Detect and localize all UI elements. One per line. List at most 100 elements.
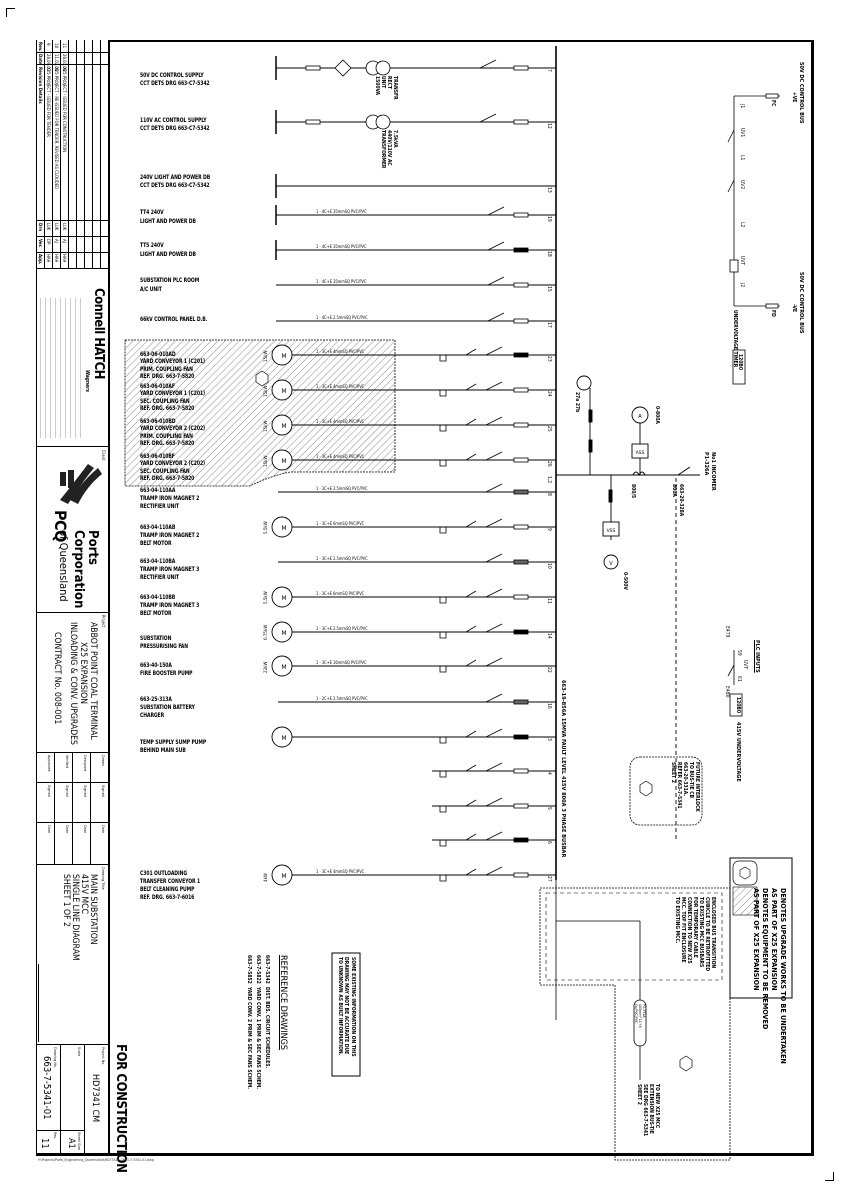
enclosed-bus-box — [545, 892, 723, 981]
cable-label: 1 - 3C+E 4mmSQ PVC/PVC — [316, 454, 365, 459]
frame-top-border — [108, 40, 814, 42]
reference-drawing-no: 663-7-5822 — [255, 955, 261, 984]
circuit-9-label-3: BELT MOTOR — [140, 540, 172, 547]
control-bus-circuit — [727, 93, 780, 717]
timer-tag: 120B0 — [737, 354, 743, 370]
frame-bottom-border — [36, 1153, 814, 1156]
circuit-23-label-3: PRIM. COUPLING FAN — [140, 366, 193, 373]
revision-table: Rev. Date Revision Details Drn Ver. App.… — [36, 40, 108, 269]
circuit-27-label-2: TRANSFER CONVEYOR 1 — [140, 878, 201, 885]
circuit-11-label-1: 663-04-110BB — [140, 594, 176, 601]
cable-label: 1 - 4C+E 2.5mmSQ PVC/PVC — [316, 315, 368, 320]
contact-label: UVT — [739, 256, 745, 266]
way-number: 16 — [546, 703, 552, 709]
circuit-11-label-3: BELT MOTOR — [140, 610, 172, 617]
circuit-26-label-3: SEC. COUPLING FAN — [140, 468, 190, 475]
dc-bus-bottom-polarity: -VE — [791, 304, 797, 313]
circuit-10-label-2: TRAMP IRON MAGNET 3 — [140, 566, 200, 573]
contact-label: UV1 — [739, 128, 745, 138]
circuit-10-label-1: 663-04-110BA — [140, 558, 176, 565]
way-number: 15 — [546, 286, 552, 292]
circuit-8-label-1: 663-04-110AA — [140, 487, 176, 494]
circuit-25-label-1: 663-06-010BD — [140, 418, 176, 425]
svg-text:M: M — [281, 735, 286, 742]
circuit-22-label-2: FIRE BOOSTER PUMP — [140, 670, 193, 677]
cable-label: 1 - 3C+E 2.5mmSQ PVC/PVC — [316, 626, 368, 631]
dc-bus-bottom-fuse: FD — [770, 310, 776, 317]
file-path-footer: Y:\Projects\Ports_Engineering_Queensland… — [38, 1158, 154, 1162]
circuit-10-label-3: RECTIFIER UNIT — [140, 574, 180, 581]
drawing-title-block: Drawing Title MAIN SUBSTATION 415V MCC S… — [36, 864, 108, 1045]
pcq-wave-logo-icon — [60, 464, 102, 504]
plc-terminal-59: 59 — [736, 650, 742, 656]
circuit-23-label-1: 663-06-010AD — [140, 351, 176, 358]
contact-label: L1 — [739, 155, 745, 161]
future-interlock-cloud — [629, 756, 703, 826]
cable-label: 1 - 3C+E 4mmSQ PVC/PVC — [316, 384, 365, 389]
circuit-27-label-3: BELT CLEANING PUMP — [140, 886, 195, 893]
way-number: 13 — [546, 187, 552, 193]
svg-text:M: M — [281, 595, 286, 602]
circuit-18-label-1: TT5 240V — [140, 242, 164, 249]
title-block: Rev. Date Revision Details Drn Ver. App.… — [36, 40, 108, 1156]
existing-info-box — [331, 952, 361, 1077]
plc-from-terminal: E479 — [724, 626, 730, 638]
circuit-16-label-2: SUBSTATION BATTERY — [140, 704, 195, 711]
circuit-15-label-1: SUBSTATION PLC ROOM — [140, 277, 200, 284]
circuit-14-label-1: SUBSTATION — [140, 635, 172, 642]
ct-ratio: 800/5 — [630, 484, 636, 499]
motor-rating: 22kW — [264, 661, 269, 674]
plc-inputs-title: PLC INPUTS — [754, 640, 760, 673]
plc-terminal-61: 61 — [736, 676, 742, 682]
circuit-16-label-3: CHARGER — [140, 712, 165, 719]
circuit-9-label-1: 663-04-110AB — [140, 524, 176, 531]
dc-bus-top-fuse: FC — [770, 100, 776, 107]
way-number: 8 — [546, 493, 552, 496]
way-number: 22 — [546, 667, 552, 673]
way-number: 24 — [546, 391, 552, 397]
reference-drawing-desc: YARD CONV. 1 PRIM & SEC FANS SCHEM. — [255, 987, 261, 1089]
motor-rating: 4kW — [264, 873, 269, 882]
frame-right-border — [811, 40, 814, 1156]
consultant-block: Connell HATCH Wagners — [36, 268, 108, 447]
way-number: 23 — [546, 356, 552, 362]
fuses — [305, 65, 529, 878]
circuit-7-label-2: CCT DETS DRG 663-C7-5342 — [140, 80, 210, 87]
svg-text:M: M — [281, 664, 286, 671]
circuit-19-label-2: LIGHT AND POWER DB — [140, 218, 196, 225]
scale-ruler — [38, 964, 43, 1042]
transformer-icons — [334, 59, 391, 130]
contact-label: J1 — [739, 104, 745, 109]
removed-equipment-zone — [124, 339, 396, 487]
circuit-11-label-2: TRAMP IRON MAGNET 3 — [140, 602, 200, 609]
circuit-22-label-1: 663-40-150A — [140, 662, 172, 669]
signature-block: Drawn Designed Verified Approved Signed … — [36, 752, 108, 865]
circuit-26-label-4: REF. DRG. 663-7-5820 — [140, 475, 195, 482]
circuit-12-label-1: 110V AC CONTROL SUPPLY — [140, 117, 207, 124]
circuit-24-label-4: REF. DRG. 663-7-5820 — [140, 405, 195, 412]
incomer-circuit — [556, 375, 700, 840]
circuit-25-label-2: YARD CONVEYOR 2 (C202) — [140, 425, 206, 432]
reference-drawing-no: 663-7-5342 — [264, 955, 270, 984]
circuit-17-label-1: 66kV CONTROL PANEL D.B. — [140, 316, 208, 323]
circuit-breakers — [439, 59, 505, 882]
legend-removed-hatch-icon — [732, 886, 758, 916]
circuit-7-label-1: 50V DC CONTROL SUPPLY — [140, 72, 204, 79]
reference-drawings-title: REFERENCE DRAWINGS — [278, 955, 288, 1051]
motor-rating: 5.5kW — [264, 521, 269, 534]
svg-text:M: M — [281, 353, 286, 360]
circuit-24-label-3: SEC. COUPLING FAN — [140, 398, 190, 405]
circuit-23-label-2: YARD CONVEYOR 1 (C201) — [140, 358, 206, 365]
cable-label: 1 - 3C+E 6mmSQ PVC/PVC — [316, 521, 365, 526]
motor-rating: 15kW — [264, 455, 269, 468]
svg-text:A: A — [638, 414, 642, 420]
dc-bus-top-polarity: +VE — [791, 92, 797, 103]
circuit-9-label-2: TRAMP IRON MAGNET 2 — [140, 532, 200, 539]
svg-text:M: M — [281, 630, 286, 637]
